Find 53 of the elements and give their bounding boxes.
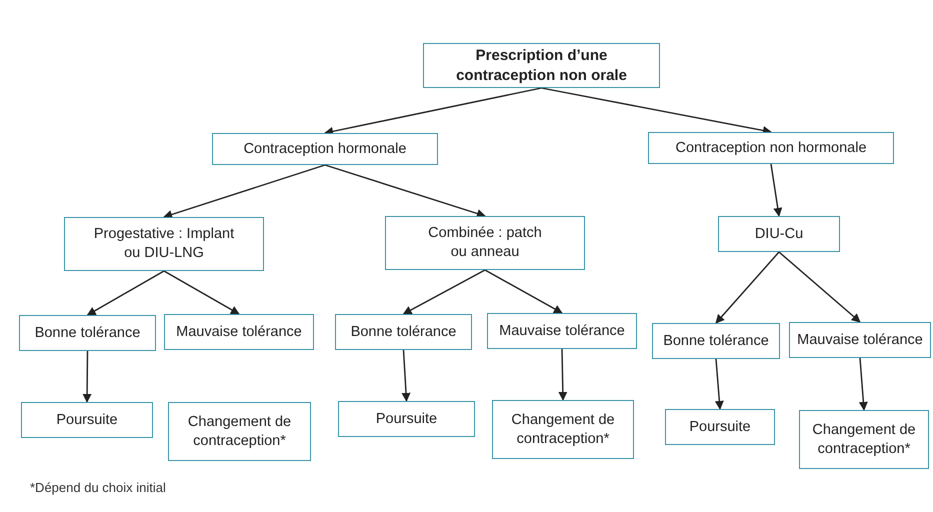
process-box — [648, 132, 894, 164]
arrow — [484, 269, 563, 314]
process-box — [168, 402, 311, 461]
box-text: Progestative : Implant ou DIU-LNG — [92, 225, 236, 263]
process-box — [19, 315, 156, 351]
arrow — [402, 350, 411, 402]
box-text: Bonne tolérance — [663, 332, 769, 350]
arrow — [324, 87, 542, 136]
process-box — [487, 313, 637, 349]
process-box — [164, 314, 314, 350]
process-box — [789, 322, 931, 358]
box-text: Poursuite — [689, 418, 751, 436]
box-text: Mauvaise tolérance — [176, 322, 302, 342]
box-text: Changement de contraception* — [510, 410, 616, 448]
arrow — [163, 164, 326, 219]
arrow — [82, 351, 92, 403]
arrow — [86, 270, 164, 316]
process-box — [665, 409, 775, 445]
footnote: *Dépend du choix initial — [30, 480, 166, 495]
arrow — [770, 164, 782, 217]
process-box — [492, 400, 634, 459]
arrow — [558, 348, 568, 401]
arrow — [402, 269, 486, 315]
arrow — [858, 358, 868, 411]
box-text: Mauvaise tolérance — [797, 330, 923, 350]
process-box — [718, 216, 840, 252]
box-text: Poursuite — [56, 410, 118, 430]
arrow — [778, 251, 861, 323]
process-box — [652, 323, 780, 359]
process-box — [212, 133, 438, 165]
box-text: Combinée : patch ou anneau — [427, 224, 543, 262]
box-text: DIU-Cu — [754, 224, 804, 244]
process-box — [335, 314, 472, 350]
process-box — [385, 216, 585, 270]
process-box — [423, 43, 660, 88]
box-text: Bonne tolérance — [34, 324, 140, 342]
box-text: Contraception non hormonale — [675, 138, 867, 158]
process-box — [338, 401, 475, 437]
box-text: Changement de contraception* — [811, 420, 917, 458]
arrow — [324, 164, 486, 218]
box-text: Contraception hormonale — [244, 140, 406, 158]
box-text: Bonne tolérance — [350, 322, 456, 342]
process-box — [21, 402, 153, 438]
box-text: Changement de contraception* — [186, 412, 292, 450]
box-text: Prescription d’une contraception non orale — [455, 46, 628, 85]
process-box — [64, 217, 264, 271]
box-text: Mauvaise tolérance — [499, 322, 625, 340]
arrow — [541, 87, 772, 135]
arrow — [164, 270, 240, 315]
process-box — [799, 410, 929, 469]
arrow — [715, 252, 780, 324]
arrow — [714, 358, 724, 410]
box-text: Poursuite — [376, 410, 438, 428]
